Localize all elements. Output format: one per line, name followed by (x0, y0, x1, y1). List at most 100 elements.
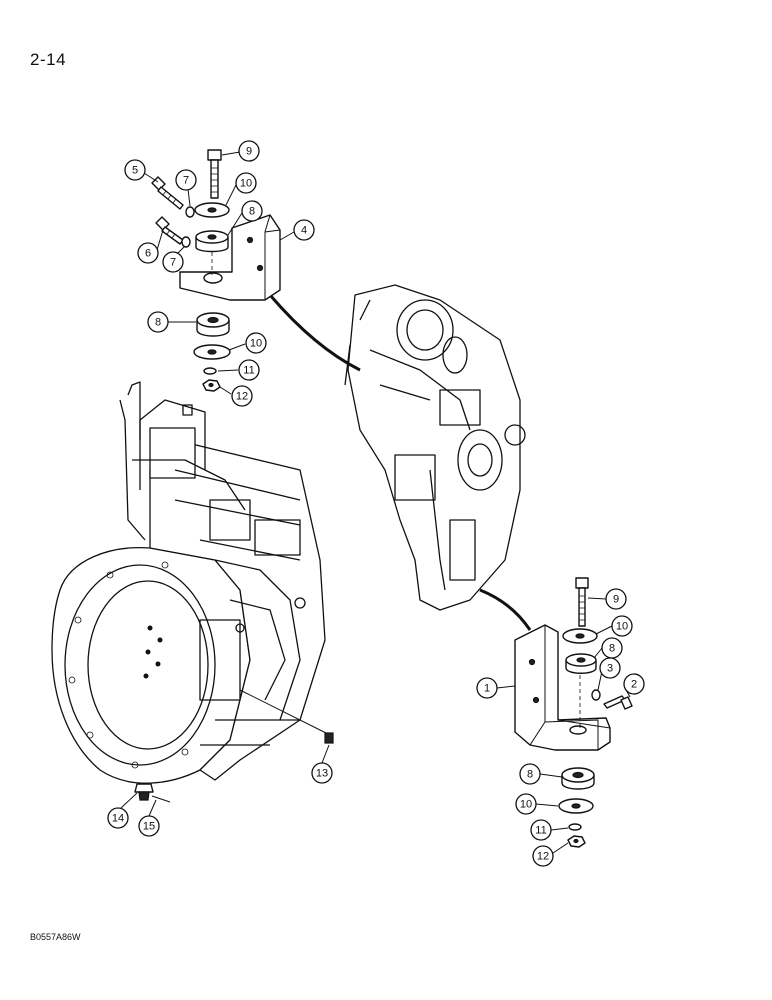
callout-c10b: 10 (245, 332, 267, 354)
callout-label: 7 (183, 175, 189, 187)
callout-label: 11 (243, 365, 254, 377)
callout-c9b: 9 (605, 588, 627, 610)
bracket-4 (179, 214, 281, 301)
callout-c7a: 7 (175, 169, 197, 191)
callout-circle (611, 615, 633, 637)
callout-circle (238, 359, 260, 381)
callout-c1: 1 (476, 677, 498, 699)
callout-label: 11 (535, 825, 546, 837)
callout-circle (138, 815, 160, 837)
callout-c14: 14 (107, 807, 129, 829)
callout-c10d: 10 (515, 793, 537, 815)
callout-circle (605, 588, 627, 610)
lock-washer-11-right (568, 823, 582, 831)
callout-label: 8 (609, 643, 615, 655)
callout-circle (124, 159, 146, 181)
rubber-mount-8-lower (196, 312, 230, 337)
leader-arc-upper (268, 294, 361, 372)
upper-mount-assembly (151, 149, 281, 392)
callout-circle (311, 762, 333, 784)
lock-washer-11 (203, 367, 217, 375)
rubber-mount-8-upper (195, 230, 229, 253)
bracket-1 (514, 624, 611, 751)
engine-front-section (344, 284, 526, 611)
callout-c12a: 12 (231, 385, 253, 407)
callout-circle (532, 845, 554, 867)
callout-c5a: 5 (124, 159, 146, 181)
callout-c8d: 8 (519, 763, 541, 785)
callout-circle (515, 793, 537, 815)
callout-c3: 3 (599, 657, 621, 679)
callout-c2: 2 (623, 673, 645, 695)
engine-flywheel-housing (51, 381, 334, 784)
drain-plug-14 (134, 783, 154, 801)
rubber-mount-8-right-lower (561, 767, 595, 790)
callout-circle (147, 311, 169, 333)
callout-c12b: 12 (532, 845, 554, 867)
callout-circle (241, 200, 263, 222)
callout-label: 9 (613, 594, 619, 606)
callout-circle (137, 242, 159, 264)
callout-label: 15 (143, 821, 155, 833)
callout-circle (519, 763, 541, 785)
bolt-6 (155, 216, 184, 245)
callout-label: 7 (170, 257, 176, 269)
page-number: 2-14 (30, 50, 67, 69)
callout-label: 12 (537, 851, 549, 863)
callout-circle (238, 140, 260, 162)
callout-c10a: 10 (235, 172, 257, 194)
callout-c11b: 11 (530, 819, 552, 841)
callout-c4: 4 (293, 219, 315, 241)
bolt-9-lower (575, 577, 589, 627)
callout-c8c: 8 (601, 637, 623, 659)
lower-mount-assembly (514, 577, 633, 848)
callout-circle (235, 172, 257, 194)
callout-c10c: 10 (611, 615, 633, 637)
callout-label: 8 (155, 317, 161, 329)
callout-circle (107, 807, 129, 829)
callout-label: 5 (132, 165, 138, 177)
bolt-9-upper (207, 149, 222, 199)
callout-label: 8 (527, 769, 533, 781)
callout-label: 10 (520, 799, 532, 811)
callout-label: 12 (236, 391, 248, 403)
callout-circle (530, 819, 552, 841)
figure-code: B0557A86W (30, 932, 81, 942)
callout-label: 6 (145, 248, 151, 260)
callout-label: 13 (316, 768, 328, 780)
washer-3 (591, 689, 601, 701)
callout-label: 4 (301, 225, 307, 237)
callout-label: 2 (631, 679, 637, 691)
leader-lines (120, 151, 631, 854)
lock-washer-7b (181, 236, 191, 248)
callout-c6: 6 (137, 242, 159, 264)
callout-circle (162, 251, 184, 273)
leader-arc-lower (479, 588, 532, 631)
lock-washer-7a (185, 206, 195, 218)
callout-label: 3 (607, 663, 613, 675)
callout-label: 14 (112, 813, 124, 825)
callout-circle (293, 219, 315, 241)
callout-circle (623, 673, 645, 695)
callout-c8a: 8 (241, 200, 263, 222)
callout-label: 1 (484, 683, 490, 695)
callout-circle (476, 677, 498, 699)
rubber-mount-8-right-upper (565, 653, 597, 674)
bolt-2 (603, 695, 633, 710)
callout-c9a: 9 (238, 140, 260, 162)
callout-label: 9 (246, 146, 252, 158)
callout-label: 10 (250, 338, 262, 350)
callout-c8b: 8 (147, 311, 169, 333)
callout-label: 10 (616, 621, 628, 633)
callout-circle (231, 385, 253, 407)
callout-c7b: 7 (162, 251, 184, 273)
seal-15 (151, 795, 171, 803)
callout-circle (245, 332, 267, 354)
callout-c13: 13 (311, 762, 333, 784)
callout-label: 8 (249, 206, 255, 218)
callout-label: 10 (240, 178, 252, 190)
callout-circle (175, 169, 197, 191)
callout-c15: 15 (138, 815, 160, 837)
